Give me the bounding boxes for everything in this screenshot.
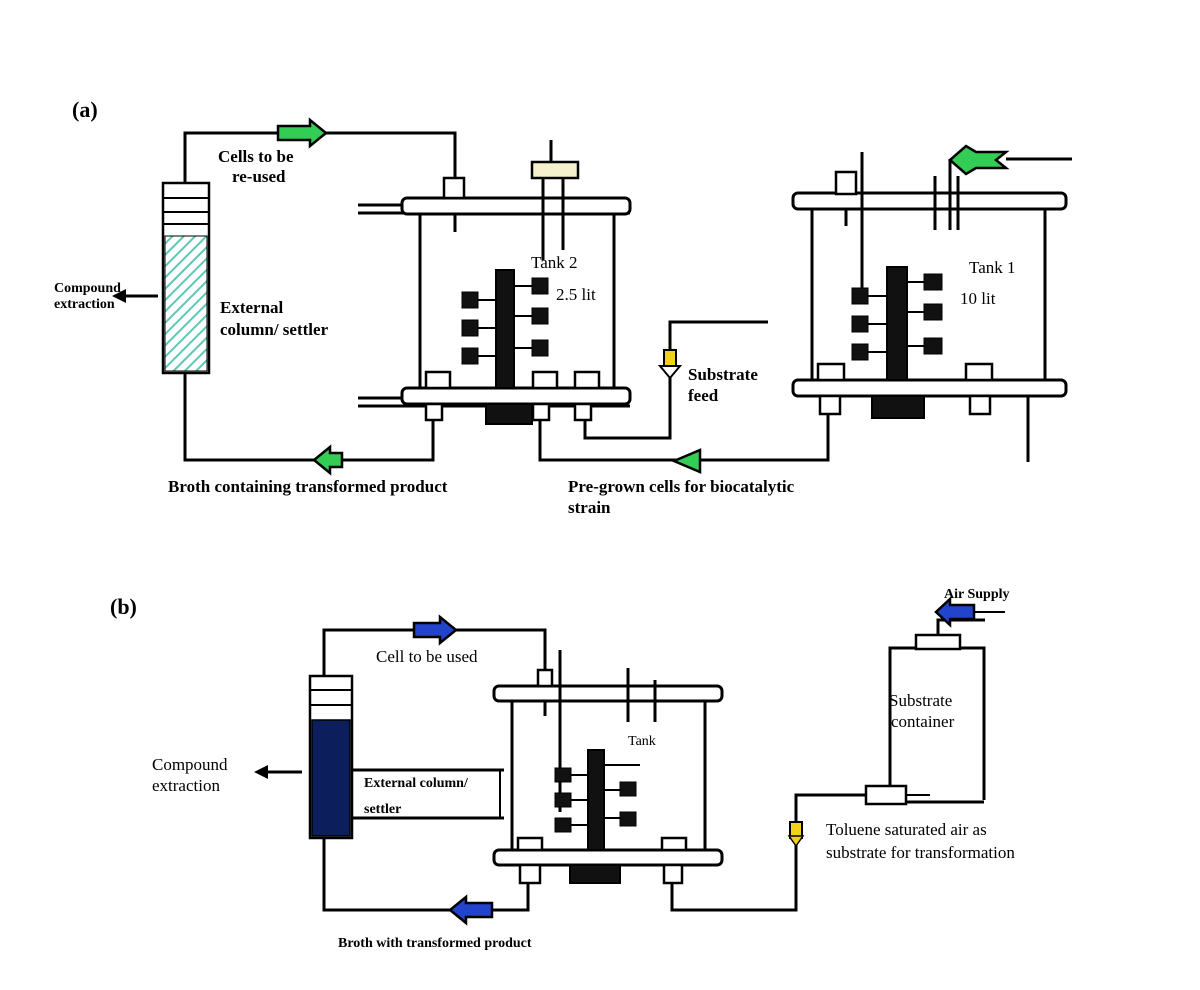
air-supply-label: Air Supply bbox=[944, 587, 1010, 602]
cells-reused-line1: Cells to be bbox=[218, 147, 294, 166]
tank-1: Tank 1 10 lit bbox=[791, 152, 1068, 462]
broth-label-b: Broth with transformed product bbox=[338, 936, 532, 951]
substrate-container: Substrate container bbox=[864, 633, 986, 806]
panel-b: (b) bbox=[110, 587, 1015, 951]
broth-label-a: Broth containing transformed product bbox=[168, 477, 448, 496]
pregrown-line2: strain bbox=[568, 498, 611, 517]
toluene-line1: Toluene saturated air as bbox=[826, 820, 987, 839]
substrate-container-line1: Substrate bbox=[889, 691, 952, 710]
tank-2: Tank 2 2.5 lit bbox=[358, 140, 632, 425]
substrate-container-line2: container bbox=[891, 712, 955, 731]
tank1-volume: 10 lit bbox=[960, 289, 996, 308]
tank1-name: Tank 1 bbox=[969, 258, 1016, 277]
compound-extraction-b-line1: Compound bbox=[152, 755, 228, 774]
green-arrow-bottom-a bbox=[312, 444, 344, 476]
toluene-valve-b bbox=[787, 821, 805, 848]
compound-extraction-a-line1: Compound bbox=[54, 281, 121, 296]
tank-b: Tank bbox=[492, 650, 724, 885]
substrate-feed-line1: Substrate bbox=[688, 365, 758, 384]
column-b-line2: settler bbox=[364, 802, 401, 817]
compound-extraction-b-line2: extraction bbox=[152, 776, 220, 795]
tank2-name: Tank 2 bbox=[531, 253, 578, 272]
panel-a-label: (a) bbox=[72, 97, 98, 122]
panel-a: (a) bbox=[54, 97, 1072, 517]
column-a bbox=[161, 181, 211, 375]
column-a-line1: External bbox=[220, 298, 284, 317]
compound-extraction-a-line2: extraction bbox=[54, 297, 115, 312]
column-b-line1: External column/ bbox=[364, 776, 469, 791]
blue-arrow-top-b bbox=[412, 614, 458, 646]
cell-to-be-used: Cell to be used bbox=[376, 647, 478, 666]
tank2-volume: 2.5 lit bbox=[556, 285, 596, 304]
column-a-line2: column/ settler bbox=[220, 320, 329, 339]
substrate-feed-line2: feed bbox=[688, 386, 719, 405]
pregrown-line1: Pre-grown cells for biocatalytic bbox=[568, 477, 795, 496]
cells-reused-line2: re-used bbox=[232, 167, 286, 186]
panel-b-label: (b) bbox=[110, 594, 137, 619]
green-arrow-tank1-inlet bbox=[948, 144, 1072, 176]
blue-arrow-air-supply bbox=[934, 596, 1005, 628]
green-triangle-pregrown bbox=[670, 448, 702, 474]
toluene-line2: substrate for transformation bbox=[826, 843, 1015, 862]
substrate-feed-valve-a bbox=[657, 349, 683, 380]
tank-b-name: Tank bbox=[628, 734, 656, 749]
green-arrow-top-a bbox=[276, 117, 328, 149]
column-b bbox=[308, 674, 354, 840]
blue-arrow-bottom-b bbox=[448, 894, 494, 926]
